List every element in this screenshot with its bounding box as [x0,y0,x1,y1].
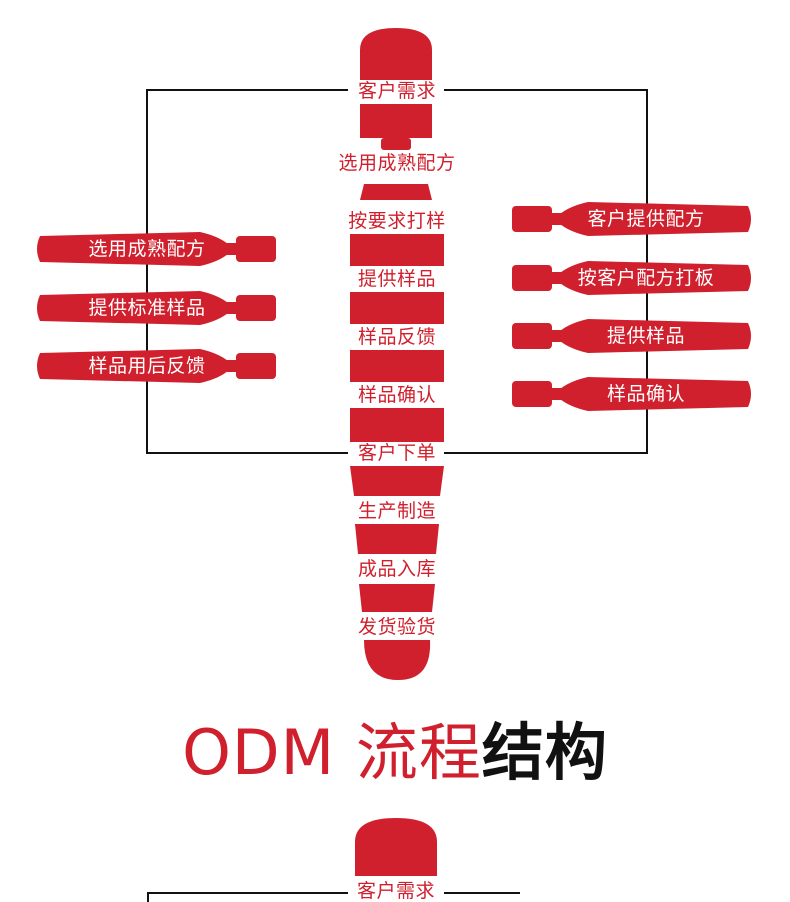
center-step-3-label: 按要求打样 [344,210,450,232]
right-bottle-2 [512,261,751,295]
bottle-band-5 [350,466,444,496]
section-title-red-part: ODM 流程 [182,716,482,789]
left-bottle-3 [37,349,276,383]
bottle-shoulder [360,184,432,200]
bottom-bottle-cap [355,818,437,876]
center-step-1-label: 客户需求 [353,80,441,102]
left-connector-line [146,89,348,454]
bottle-band-4 [350,408,444,442]
bottle-cap [360,28,432,80]
center-step-7-label: 客户下单 [353,442,441,464]
bottle-band-7 [359,584,435,612]
section-title: ODM 流程结构 [0,713,790,793]
bottom-connector-line [147,892,348,902]
right-bottle-4 [512,377,751,411]
bottle-base [364,640,431,680]
right-branch-step-1-label: 客户提供配方 [587,208,705,230]
left-branch-step-2-label: 提供标准样品 [88,297,206,319]
bottle-band-3 [350,350,444,382]
bottle-band-2 [350,292,444,324]
right-bottle-1 [512,202,751,236]
center-step-4-label: 提供样品 [353,268,441,290]
right-branch-step-2-label: 按客户配方打板 [577,267,715,289]
right-branch-step-3-label: 提供样品 [606,325,686,347]
right-bottle-3 [512,319,751,353]
left-branch-bottles [37,232,276,383]
left-bottle-1 [37,232,276,266]
left-branch-step-1-label: 选用成熟配方 [88,238,206,260]
bottle-band-6 [355,524,439,554]
center-flow-bottle [350,28,444,876]
bottom-step-1-label: 客户需求 [352,880,440,902]
center-step-10-label: 发货验货 [353,616,441,638]
left-branch-step-3-label: 样品用后反馈 [88,355,206,377]
bottle-band-1 [350,234,444,266]
left-bottle-2 [37,291,276,325]
bottle-neck-ring [381,138,411,150]
center-step-8-label: 生产制造 [353,500,441,522]
center-step-2-label: 选用成熟配方 [334,152,460,174]
section-title-black-part: 结构 [481,716,608,789]
center-step-9-label: 成品入库 [353,558,441,580]
right-branch-step-4-label: 样品确认 [606,383,686,405]
right-branch-bottles [512,202,751,411]
center-step-6-label: 样品确认 [353,384,441,406]
center-step-5-label: 样品反馈 [353,326,441,348]
bottle-neck [360,104,432,138]
